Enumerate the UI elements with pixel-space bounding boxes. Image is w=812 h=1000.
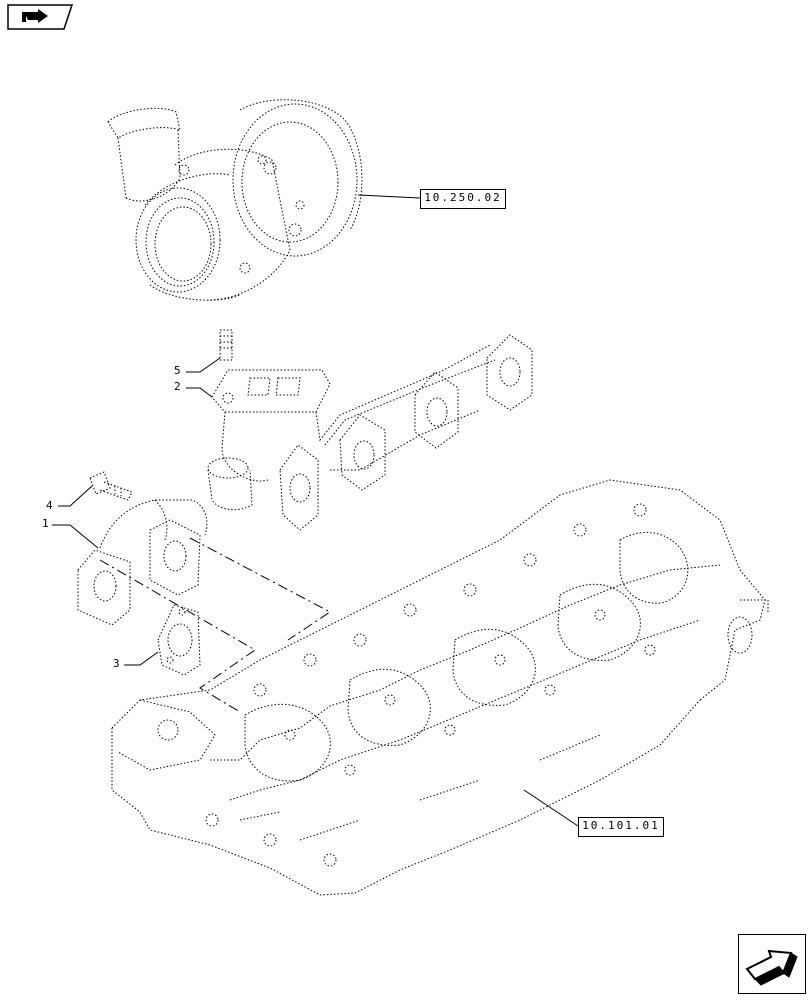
callout-5: 5 (174, 364, 181, 377)
cylinder-head-reference-label[interactable]: 10.101.01 (578, 817, 664, 837)
gasket-drawing (157, 604, 201, 676)
next-page-arrow-icon (745, 949, 798, 986)
leader-lines (52, 194, 579, 827)
callout-4: 4 (46, 499, 53, 512)
callout-3: 3 (113, 657, 120, 670)
assembly-guide-lines (99, 537, 331, 713)
cylinder-head-drawing (111, 479, 769, 896)
callout-1: 1 (42, 517, 49, 530)
callout-2: 2 (174, 380, 181, 393)
exhaust-manifold-drawing (207, 334, 533, 531)
top-nav-button[interactable] (6, 4, 74, 30)
turbocharger-drawing (107, 99, 363, 301)
stud-drawing (219, 329, 233, 361)
bolt-drawing (89, 471, 133, 501)
turbocharger-reference-label[interactable]: 10.250.02 (420, 189, 506, 209)
next-page-button[interactable] (738, 934, 806, 994)
elbow-pipe-drawing (77, 499, 208, 626)
bookmark-arrow-icon (7, 4, 74, 30)
